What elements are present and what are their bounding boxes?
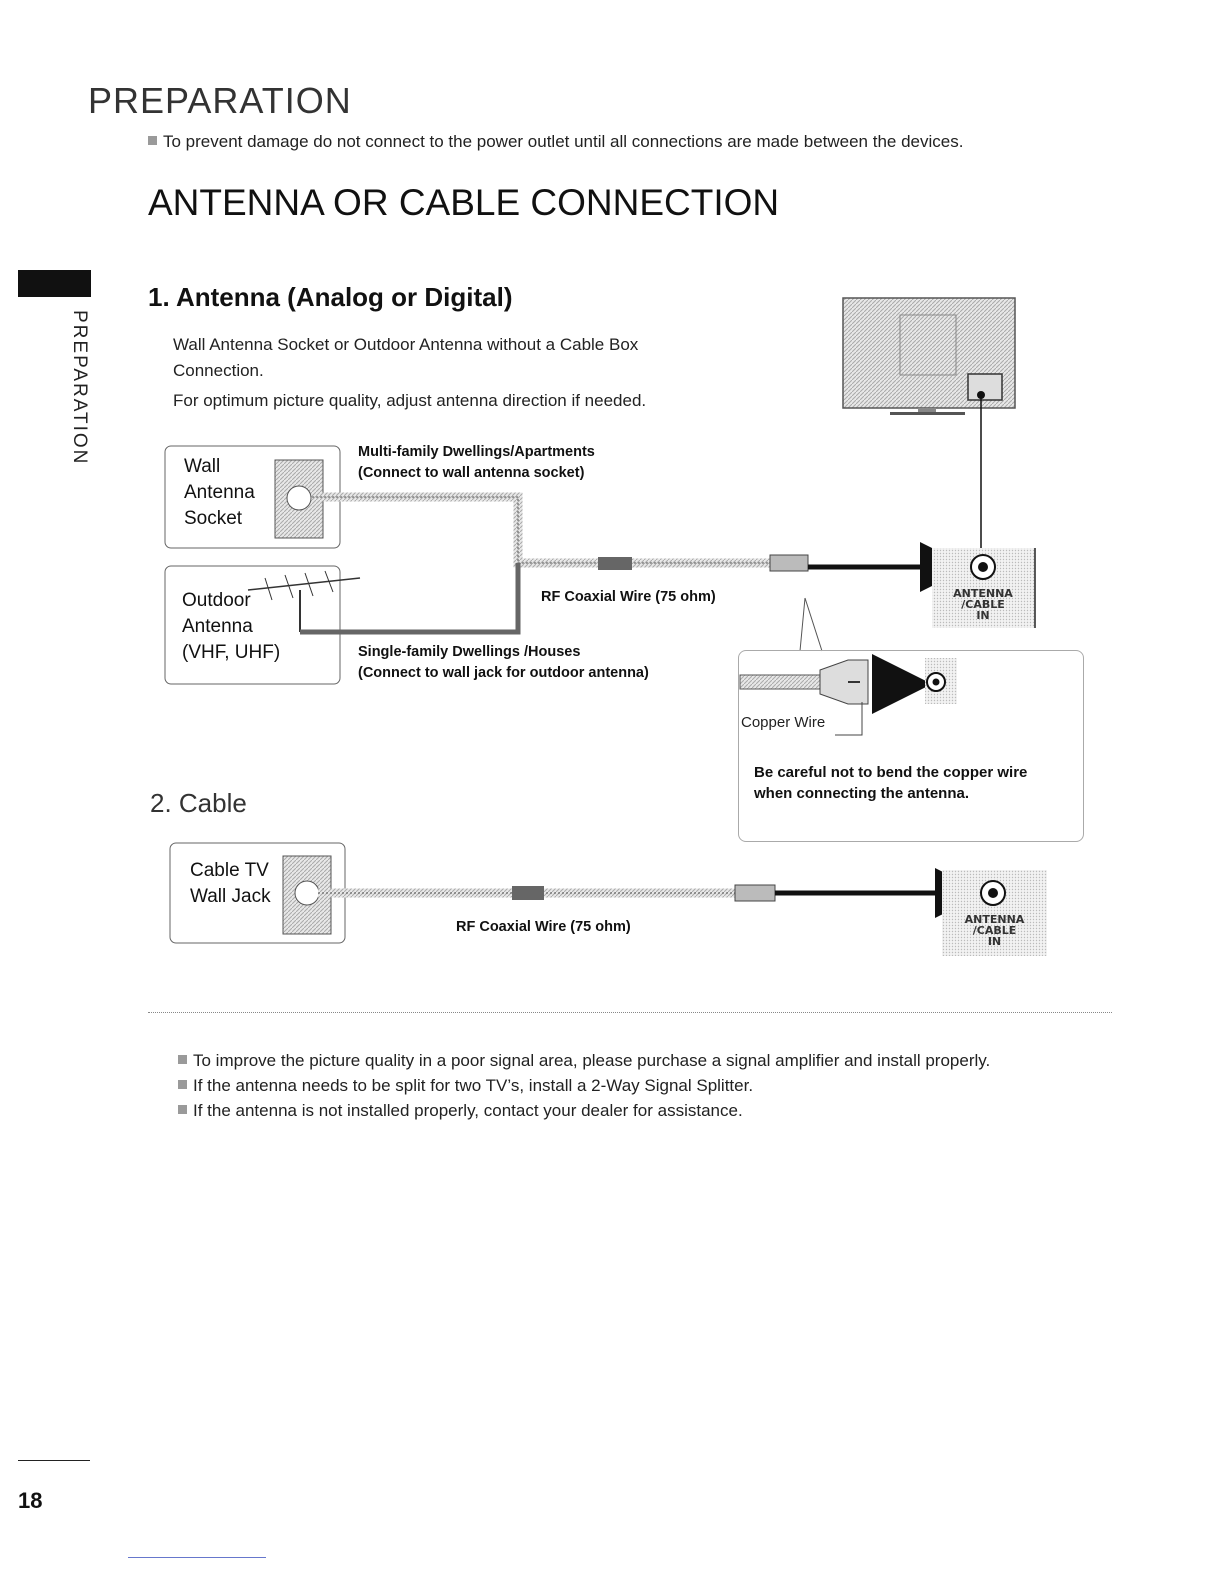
tv-port-label-1: ANTENNA /CABLE IN	[953, 587, 1013, 622]
bullet-icon	[178, 1105, 187, 1114]
single-family-label: Single-family Dwellings /Houses (Connect…	[358, 642, 649, 684]
intro-note-text: To prevent damage do not connect to the …	[163, 132, 964, 151]
bullet-icon	[178, 1080, 187, 1089]
tips-list: To improve the picture quality in a poor…	[178, 1048, 990, 1123]
cable-heading: 2. Cable	[150, 788, 247, 818]
bullet-icon	[148, 136, 157, 145]
tip-text: To improve the picture quality in a poor…	[193, 1051, 991, 1070]
cable-jack-label: Cable TV Wall Jack	[190, 858, 271, 910]
rf-wire-label-1: RF Coaxial Wire (75 ohm)	[541, 589, 716, 605]
tip-item: To improve the picture quality in a poor…	[178, 1048, 990, 1073]
tip-text: If the antenna is not installed properly…	[193, 1101, 743, 1120]
rf-wire-label-2: RF Coaxial Wire (75 ohm)	[456, 919, 631, 935]
section-title: ANTENNA OR CABLE CONNECTION	[148, 182, 780, 223]
dotted-separator	[148, 1012, 1112, 1013]
multi-family-label: Multi-family Dwellings/Apartments (Conne…	[358, 442, 595, 484]
tv-port-label-2: ANTENNA /CABLE IN	[964, 913, 1025, 948]
wall-socket-label-line-2: Antenna	[184, 482, 255, 503]
antenna-para-2: For optimum picture quality, adjust ante…	[173, 391, 647, 410]
multi-family-title: Multi-family Dwellings/Apartments	[358, 444, 595, 460]
side-tab-marker	[18, 270, 91, 297]
tv-back-illustration	[842, 297, 1016, 548]
intro-note: To prevent damage do not connect to the …	[148, 132, 963, 152]
side-tab-label: PREPARATION	[69, 310, 90, 466]
outdoor-antenna-label: Outdoor Antenna (VHF, UHF)	[182, 588, 280, 666]
single-family-sub: (Connect to wall jack for outdoor antenn…	[358, 665, 649, 681]
caution-note-box	[738, 650, 1084, 842]
outdoor-label-line-1: Outdoor	[182, 590, 251, 611]
multi-family-sub: (Connect to wall antenna socket)	[358, 465, 585, 481]
outdoor-label-line-3: (VHF, UHF)	[182, 642, 281, 663]
caution-line-1: Be careful not to bend the copper wire	[754, 764, 1028, 781]
antenna-para-1: Wall Antenna Socket or Outdoor Antenna w…	[173, 335, 639, 380]
cable-jack-label-line-2: Wall Jack	[190, 886, 271, 907]
page-title: PREPARATION	[88, 80, 352, 121]
bullet-icon	[178, 1055, 187, 1064]
antenna-heading: 1. Antenna (Analog or Digital)	[148, 282, 513, 312]
tip-item: If the antenna needs to be split for two…	[178, 1073, 990, 1098]
tip-text: If the antenna needs to be split for two…	[193, 1076, 754, 1095]
caution-text: Be careful not to bend the copper wire w…	[754, 762, 1027, 804]
bottom-link-line	[128, 1557, 266, 1558]
caution-line-2: when connecting the antenna.	[754, 785, 970, 802]
connection-diagram	[164, 297, 1047, 956]
copper-wire-label: Copper Wire	[741, 714, 826, 731]
single-family-title: Single-family Dwellings /Houses	[358, 644, 581, 660]
page-number-rule	[18, 1460, 90, 1461]
wall-socket-label-line-3: Socket	[184, 508, 243, 529]
page-number: 18	[18, 1488, 43, 1513]
wall-socket-label-line-1: Wall	[184, 456, 221, 477]
tip-item: If the antenna is not installed properly…	[178, 1098, 990, 1123]
cable-jack-label-line-1: Cable TV	[190, 860, 269, 881]
wall-socket-label: Wall Antenna Socket	[184, 454, 255, 532]
outdoor-label-line-2: Antenna	[182, 616, 253, 637]
outdoor-antenna-box	[164, 565, 361, 685]
